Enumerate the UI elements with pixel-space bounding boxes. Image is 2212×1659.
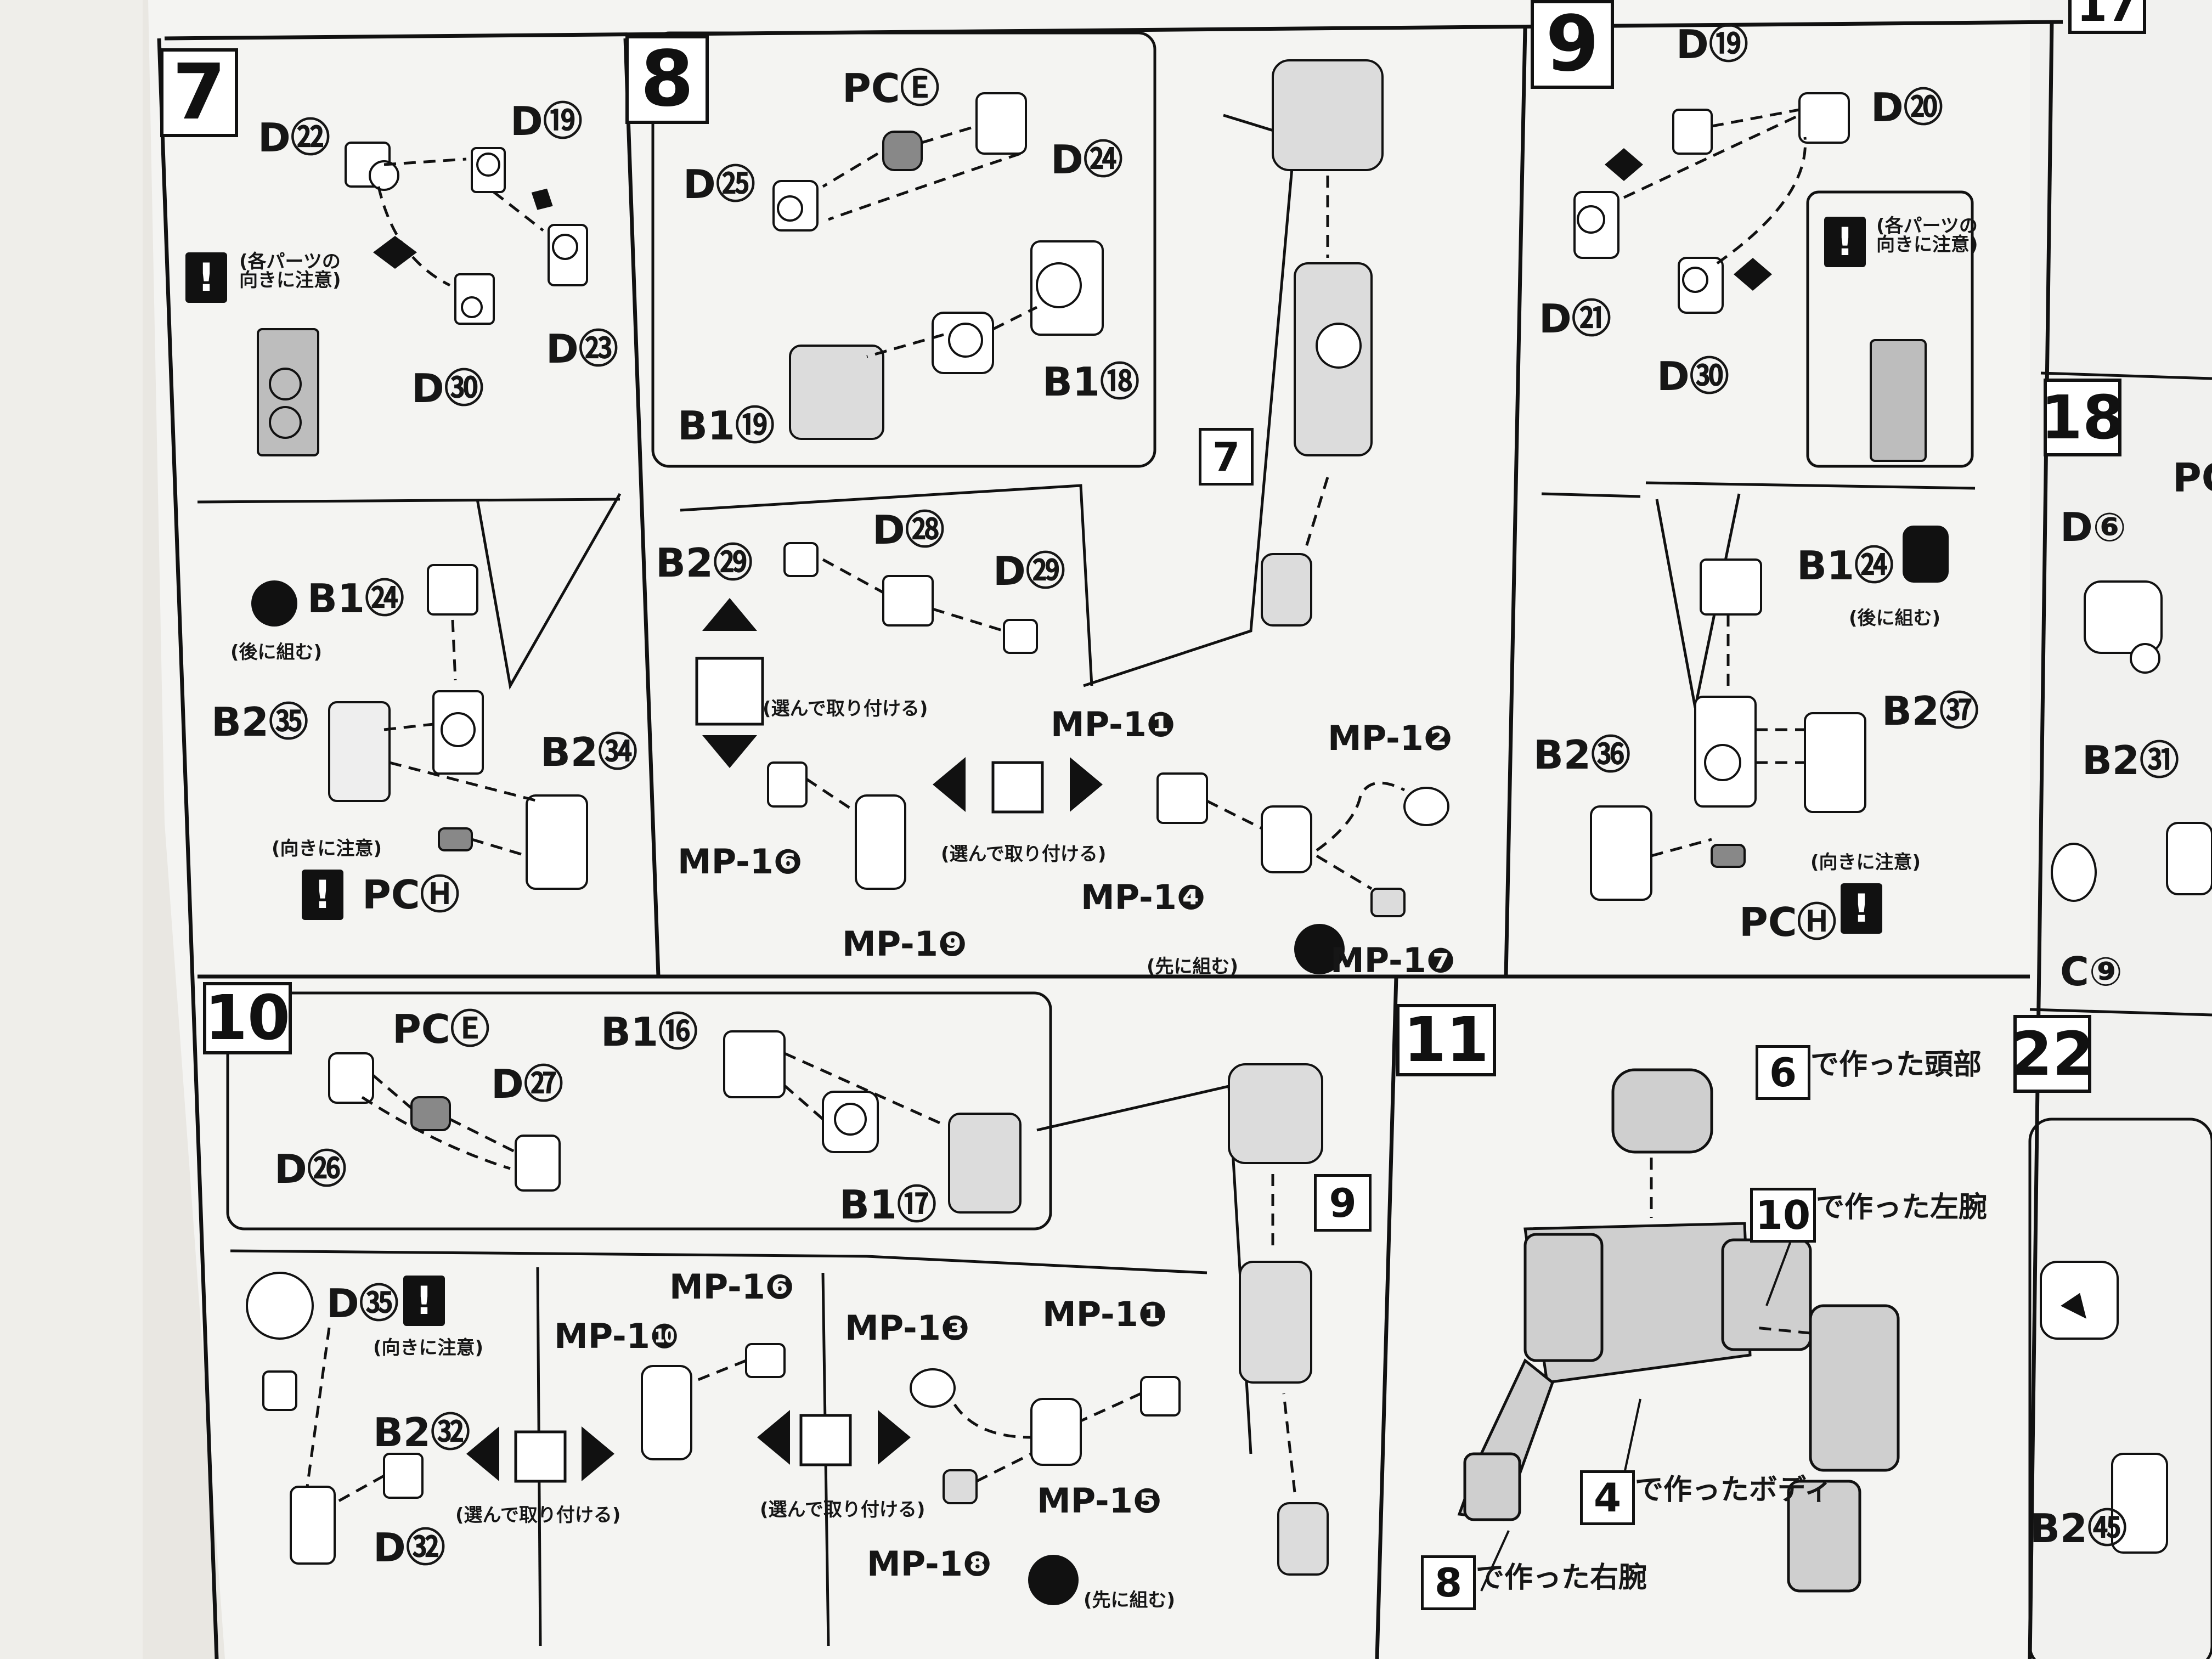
part-label: C⑨ [2060,949,2123,995]
note-choose-attach: (選んで取り付ける) [763,698,928,720]
part-label: B2㉞ [540,729,637,775]
part-label: B2㊱ [1533,732,1630,778]
step-number-10: 10 [203,982,292,1054]
note-choose-attach: (選んで取り付ける) [941,843,1107,865]
note-attach-later: (後に組む) [1849,607,1941,629]
label-body: で作ったボディ [1635,1474,1833,1506]
part-label: B1⑰ [839,1182,936,1228]
part-label: D⑳ [1871,84,1943,131]
part-label: MP-1❼ [1330,940,1455,980]
part-label: B1⑱ [1042,359,1139,405]
part-label: D㉖ [274,1146,347,1192]
step-number-18: 18 [2040,379,2125,456]
note-choose-attach: (選んで取り付ける) [455,1504,621,1526]
step-number-11: 11 [1396,1004,1496,1076]
part-label: B2㉙ [656,540,753,586]
exclamation-icon: ! [403,1276,445,1326]
part-label: B1⑲ [678,403,775,449]
part-label: D㉒ [258,115,330,161]
part-label: D⑲ [510,98,583,144]
part-label: D㉘ [872,507,945,553]
part-label: PCⒽ [1739,899,1837,945]
part-label: D㉜ [373,1525,445,1571]
note-attach-first: (先に組む) [1147,956,1239,978]
part-label: MP-1❷ [1328,718,1453,758]
part-label: D㉚ [1657,353,1729,399]
note-attach-first: (先に組む) [1084,1589,1176,1611]
part-label: B1⑯ [601,1009,698,1055]
step-ref-8: 8 [1421,1555,1476,1610]
part-label: D㉓ [546,326,618,372]
part-label: D㉚ [411,365,484,411]
exclamation-icon: ! [302,870,343,920]
note-attach-later: (後に組む) [230,641,323,663]
part-label: MP-1❺ [1037,1481,1162,1521]
exclamation-icon: ! [185,252,227,303]
step-ref-10: 10 [1750,1188,1816,1243]
part-label: D⑥ [2060,504,2126,550]
step-ref-9: 9 [1314,1174,1372,1232]
label-left-arm: で作った左腕 [1816,1191,1988,1224]
part-label: PCⒺ [392,1006,490,1052]
step-number-17: 17 [2068,0,2146,34]
part-label: D㉕ [683,161,755,207]
note-orient: (向きに注意) [1810,851,1921,873]
part-label: B1㉔ [1797,543,1894,589]
part-label: MP-1❿ [554,1316,679,1356]
part-label: MP-1❾ [842,924,967,964]
part-label: B2㊺ [2030,1505,2127,1551]
step-number-7: 7 [160,48,238,137]
part-label: MP-1❸ [845,1308,970,1348]
step-ref-4: 4 [1580,1470,1635,1525]
exclamation-icon: ! [1824,217,1866,267]
step-number-9: 9 [1531,0,1614,89]
part-label: B1㉔ [307,575,404,622]
part-label: MP-1❶ [1051,704,1176,744]
step-ref-7: 7 [1199,428,1254,486]
note-orient: (向きに注意) [272,838,382,860]
note-orient-each: (各パーツの 向きに注意) [239,251,341,291]
part-label: D㉔ [1051,137,1123,183]
part-label: D㉑ [1539,296,1611,342]
step-number-22: 22 [2010,1015,2095,1093]
note-orient: (向きに注意) [373,1337,484,1359]
note-choose-attach: (選んで取り付ける) [760,1499,926,1521]
part-label: PCⒽ [362,872,460,918]
part-label: MP-1❹ [1081,877,1206,917]
part-label: D㉙ [993,548,1065,594]
step-number-8: 8 [625,35,709,124]
part-label: MP-1❻ [669,1267,794,1307]
part-label: D㉟ [326,1280,399,1327]
part-label: MP-1❶ [1042,1294,1167,1334]
part-label: PCⒺ [842,65,940,111]
exclamation-icon: ! [1841,883,1882,934]
part-label: D㉗ [491,1061,563,1107]
part-label: B2㉟ [211,699,308,745]
part-label: B2㉛ [2082,737,2179,783]
note-orient-each: (各パーツの 向きに注意) [1876,215,1978,256]
part-label-fragment: PC [2172,455,2212,501]
part-label: MP-1❻ [678,842,803,882]
part-label: B2㉜ [373,1409,470,1455]
label-head: で作った頭部 [1810,1048,1982,1081]
part-label: MP-1❽ [867,1544,992,1584]
step-ref-6: 6 [1756,1045,1810,1100]
part-label: D⑲ [1676,21,1748,67]
label-right-arm: で作った右腕 [1476,1561,1647,1594]
part-label: B2㊲ [1882,688,1979,734]
